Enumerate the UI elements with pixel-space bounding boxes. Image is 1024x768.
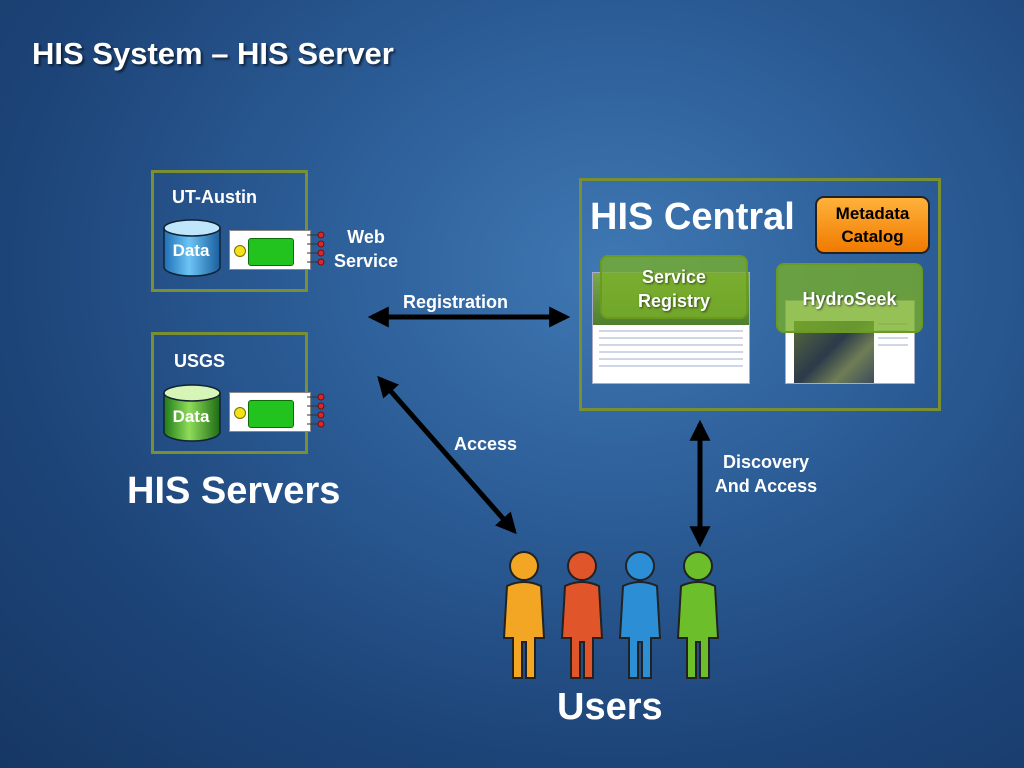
his-central-box <box>579 178 941 411</box>
chip-icon <box>248 400 294 428</box>
ut-austin-data-label: Data <box>172 241 210 260</box>
user-icon <box>618 551 662 679</box>
his-central-title: HIS Central <box>590 196 795 238</box>
users-label: Users <box>557 686 663 728</box>
access-arrow <box>377 375 517 535</box>
usgs-label: USGS <box>174 351 226 371</box>
status-dot-icon <box>234 245 246 257</box>
status-dot-icon <box>234 407 246 419</box>
web-service-card <box>229 230 311 270</box>
connector-pins-icon <box>307 393 325 428</box>
user-icon <box>502 551 546 679</box>
ut-austin-label: UT-Austin <box>172 187 257 207</box>
registration-label: Registration <box>403 292 509 312</box>
access-label: Access <box>454 434 518 454</box>
slide-title: HIS System – HIS Server <box>32 36 394 71</box>
discovery-label: Discovery And Access <box>714 452 818 496</box>
service-registry-button[interactable]: Service Registry <box>600 255 748 319</box>
data-cylinder-icon <box>163 384 221 442</box>
chip-icon <box>248 238 294 266</box>
web-service-label: Web Service <box>333 227 399 271</box>
data-cylinder-icon <box>163 219 221 277</box>
his-servers-label: HIS Servers <box>127 470 341 512</box>
web-service-card <box>229 392 311 432</box>
users-icon-group <box>502 551 720 679</box>
user-icon <box>676 551 720 679</box>
hydroseek-button[interactable]: HydroSeek <box>776 263 923 333</box>
metadata-catalog-badge: Metadata Catalog <box>815 196 930 254</box>
user-icon <box>560 551 604 679</box>
usgs-data-label: Data <box>172 407 210 426</box>
connector-pins-icon <box>307 231 325 266</box>
